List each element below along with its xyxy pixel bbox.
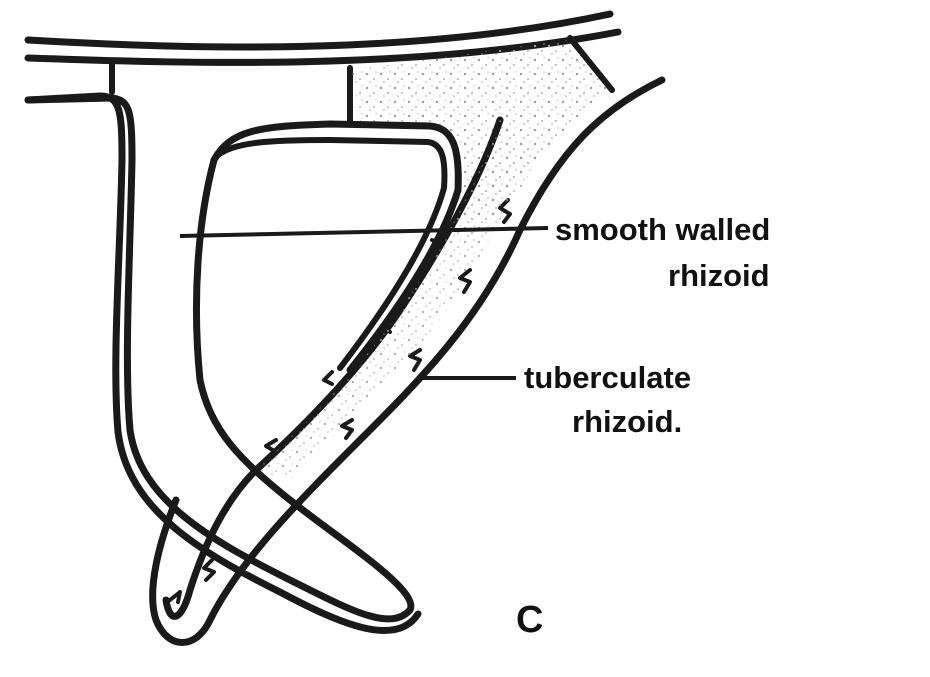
smooth-walled-label-line1: smooth walled <box>555 212 770 247</box>
panel-letter: C <box>516 599 543 641</box>
tuberculate-label-line2: rhizoid. <box>572 404 682 439</box>
tuberculate-label-line1: tuberculate <box>524 360 691 395</box>
smooth-walled-label-line2: rhizoid <box>668 258 770 293</box>
